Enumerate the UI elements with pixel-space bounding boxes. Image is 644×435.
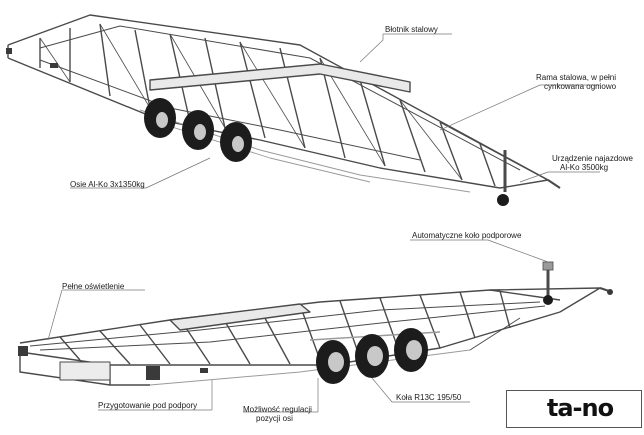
bottom-fender: [169, 303, 311, 331]
top-jockey-wheel: [497, 150, 509, 206]
label-blotnik: Błotnik stalowy: [385, 25, 438, 34]
bottom-lamps: [18, 346, 208, 380]
bottom-wheels: [316, 328, 428, 384]
label-rama-line2: cynkowana ogniowo: [544, 82, 617, 91]
top-frame-left-rail: [7, 14, 549, 181]
label-urzadzenie-line2: Al-Ko 3500kg: [560, 163, 609, 172]
label-oswietlenie: Pełne oświetlenie: [62, 282, 125, 291]
top-leaders: [70, 33, 600, 189]
top-trailer: [7, 14, 561, 193]
label-kola: Koła R13C 195/50: [396, 393, 462, 402]
label-rama-line1: Rama stalowa, w pełni: [536, 73, 617, 82]
label-regulacja-line2: pozycji osi: [256, 414, 293, 423]
brand-logo: ta-no: [546, 394, 614, 422]
label-osie: Osie Al-Ko 3x1350kg: [70, 180, 145, 189]
label-urzadzenie-line1: Urządzenie najazdowe: [552, 154, 633, 163]
bottom-leaders: [47, 239, 549, 413]
label-kolo-podporowe: Automatyczne koło podporowe: [412, 231, 522, 240]
top-wheels: [144, 98, 252, 162]
bottom-frame-far-rail: [19, 289, 561, 344]
top-fender: [149, 63, 411, 93]
label-regulacja-line1: Możliwość regulacji: [243, 405, 312, 414]
bottom-jockey-wheel: [542, 261, 613, 305]
bottom-trailer: [19, 286, 613, 386]
label-podpory: Przygotowanie pod podpory: [98, 401, 198, 410]
logo-frame: [506, 390, 642, 428]
top-frame-right-rail: [7, 57, 501, 189]
